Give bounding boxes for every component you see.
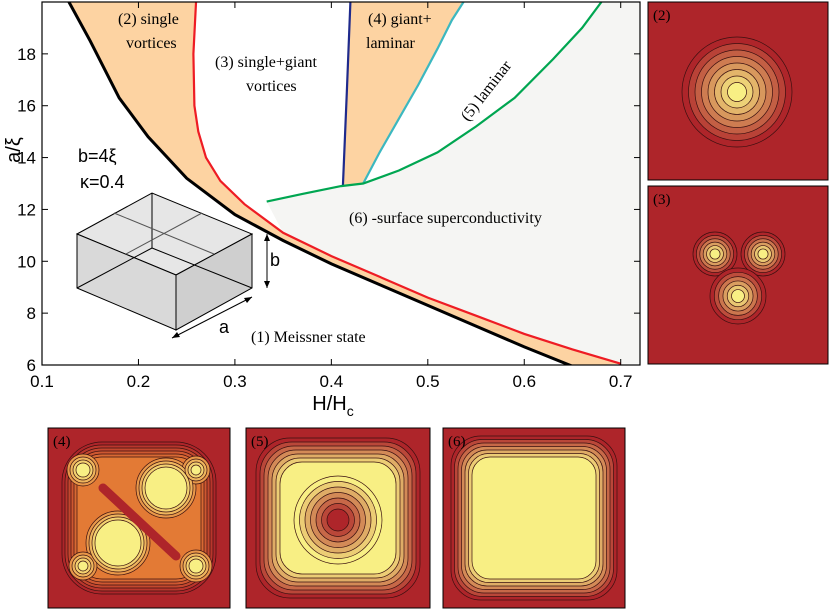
inset-label-a: a <box>219 317 230 337</box>
region-fills <box>68 2 640 365</box>
annotation-region-2a: (2) single <box>118 11 179 28</box>
phase-boundaries <box>67 2 622 365</box>
panel-4-label: (4) <box>53 434 71 450</box>
orange-band-4 <box>342 2 464 187</box>
y-tick-label: 12 <box>17 200 36 219</box>
y-tick-label: 14 <box>17 149 36 168</box>
contour-level <box>190 464 202 476</box>
sample-geometry-inset <box>75 192 270 339</box>
annotation-region-1: (1) Meissner state <box>251 329 366 346</box>
panel-3-contours <box>692 231 786 325</box>
panel-2-single-vortex: (2) <box>647 1 829 181</box>
y-tick-label: 8 <box>27 304 36 323</box>
y-axis-label: a/ξ <box>3 137 25 163</box>
contour-level <box>326 508 350 532</box>
inset-label-b: b <box>270 250 280 270</box>
annotation-region-4a: (4) giant+ <box>368 11 432 28</box>
annotation-region-3a: (3) single+giant <box>215 54 317 71</box>
orange-band-left <box>68 2 621 365</box>
contour-level <box>731 289 745 303</box>
y-tick-label: 6 <box>27 356 36 375</box>
surface-region <box>266 2 640 364</box>
contour-level <box>77 560 89 572</box>
y-tick-label: 16 <box>17 97 36 116</box>
contour-level <box>188 558 204 574</box>
panel-5-laminar: (5) <box>245 427 431 609</box>
panel-4-contours <box>61 441 217 595</box>
plot-frame <box>41 1 641 366</box>
contour-level <box>709 248 721 260</box>
panel-2-contours <box>681 36 793 148</box>
annotation-region-4b: laminar <box>366 35 416 52</box>
x-tick-label: 0.3 <box>223 372 247 391</box>
panel-6-label: (6) <box>448 434 466 450</box>
x-axis-ticks: 0.1 0.2 0.3 0.4 0.5 0.6 0.7 <box>30 2 633 391</box>
x-tick-label: 0.4 <box>320 372 344 391</box>
x-tick-label: 0.7 <box>609 372 633 391</box>
y-axis-ticks: 6 8 10 12 14 16 18 <box>17 45 640 375</box>
annotation-region-2b: vortices <box>126 35 177 52</box>
y-tick-label: 18 <box>17 45 36 64</box>
boundary-cyan <box>362 2 465 185</box>
contour-level <box>144 466 188 510</box>
x-tick-label: 0.6 <box>512 372 536 391</box>
contour-level <box>75 462 91 478</box>
boundary-navy <box>341 2 352 187</box>
x-tick-label: 0.5 <box>416 372 440 391</box>
x-axis-label: H/Hc <box>312 393 353 419</box>
panel-4-giant-laminar: (4) <box>47 427 231 609</box>
panel-5-label: (5) <box>251 434 269 450</box>
param-b: b=4ξ <box>78 146 117 166</box>
panel-6-contours <box>450 435 618 601</box>
panel-5-contours <box>255 437 421 599</box>
panel-6-surface: (6) <box>442 427 626 609</box>
contour-level <box>94 519 142 567</box>
boundary-green <box>266 2 603 203</box>
contour-level <box>727 82 747 102</box>
contour-level <box>757 248 769 260</box>
panel-3-vortex-cluster: (3) <box>647 185 829 365</box>
panel-3-label: (3) <box>653 192 671 208</box>
boundary-red <box>192 2 622 365</box>
x-tick-label: 0.2 <box>127 372 151 391</box>
panel-2-label: (2) <box>653 8 671 24</box>
boundary-meissner-black <box>67 2 574 365</box>
annotation-region-3b: vortices <box>246 78 297 95</box>
contour-level <box>471 456 597 580</box>
param-kappa: κ=0.4 <box>80 172 125 192</box>
y-tick-label: 10 <box>17 252 36 271</box>
annotation-region-6: (6) -surface superconductivity <box>349 210 542 227</box>
x-tick-label: 0.1 <box>30 372 54 391</box>
diagonal-vortex-core <box>98 483 181 561</box>
